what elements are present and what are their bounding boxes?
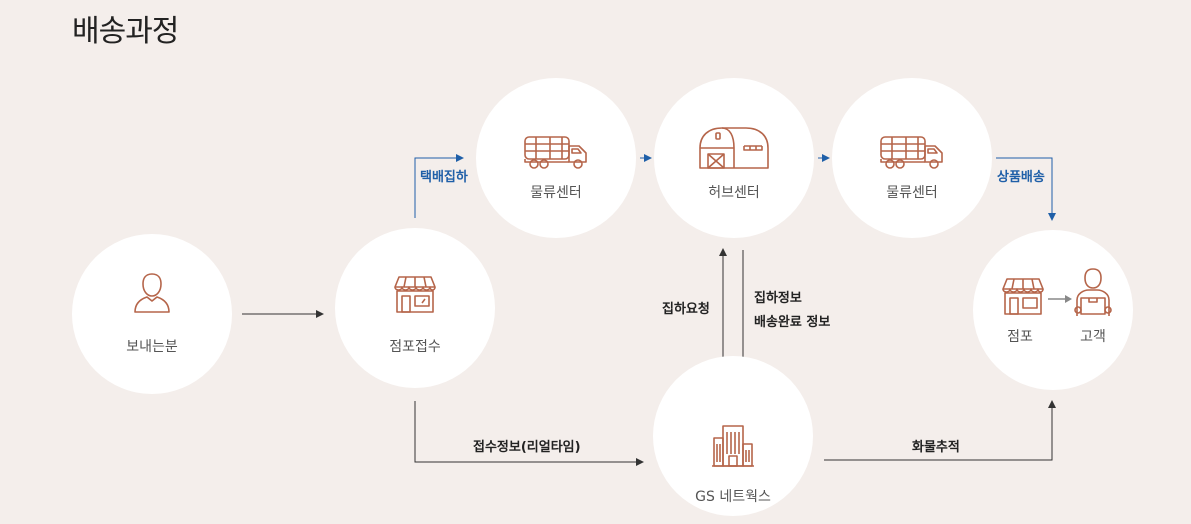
- node-label: 보내는분: [126, 339, 178, 355]
- arrow-logistics-to-customer: [996, 157, 1056, 221]
- page-title: 배송과정: [72, 14, 179, 49]
- node-hub-center: 허브센터: [654, 78, 814, 238]
- node-label: 점포접수: [389, 339, 441, 355]
- store-icon: [394, 276, 436, 313]
- edge-label-pickup: 택배집하: [420, 170, 468, 185]
- edge-label-tracking: 화물추적: [912, 440, 960, 455]
- node-label-customer: 고객: [1080, 329, 1106, 345]
- store-icon: [1002, 278, 1044, 315]
- customer-icon: [1074, 268, 1112, 316]
- node-label: 물류센터: [886, 185, 938, 201]
- truck-icon: [880, 136, 943, 169]
- edge-label-pickup-request: 집하요청: [662, 302, 710, 317]
- node-logistics-center-2: 물류센터: [832, 78, 992, 238]
- node-store-receipt: 점포접수: [335, 228, 495, 388]
- node-store-customer: 점포 고객: [973, 230, 1133, 390]
- node-label: 물류센터: [530, 185, 582, 201]
- edge-label-pickup-info: 집하정보: [754, 291, 802, 306]
- node-sender: 보내는분: [72, 234, 232, 394]
- node-logistics-center-1: 물류센터: [476, 78, 636, 238]
- edge-label-receipt-info: 접수정보(리얼타임): [473, 440, 581, 455]
- node-label: GS 네트웍스: [695, 489, 771, 505]
- person-icon: [134, 273, 170, 313]
- node-gs-networks: GS 네트웍스: [653, 356, 813, 516]
- arrow-right-icon: [1048, 295, 1072, 303]
- edge-label-delivery: 상품배송: [997, 170, 1045, 185]
- edge-label-delivery-complete: 배송완료 정보: [754, 315, 831, 330]
- arrow-store-to-gs: [414, 401, 644, 466]
- arrow-store-to-logistics: [414, 154, 464, 218]
- warehouse-icon: [699, 127, 769, 169]
- truck-icon: [524, 136, 587, 169]
- node-label: 허브센터: [708, 185, 760, 201]
- node-label-store: 점포: [1007, 329, 1033, 345]
- building-icon: [712, 425, 754, 467]
- arrow-gs-to-customer: [824, 400, 1056, 461]
